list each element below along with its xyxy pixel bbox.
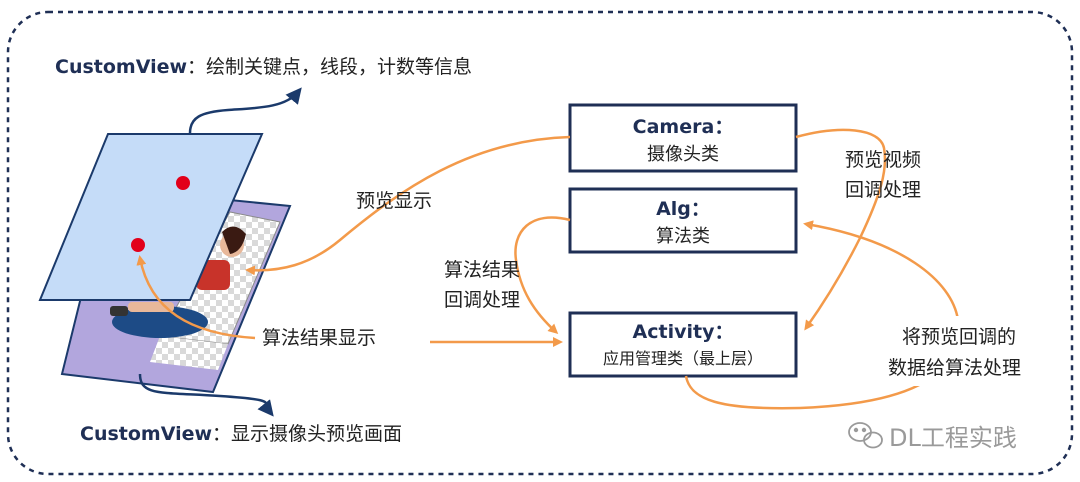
preview-display-arrow: [245, 135, 571, 276]
bottom-note-title: CustomView: [80, 423, 212, 445]
alg-callback-arrow: [514, 216, 571, 335]
alg-box: Alg： 算法类: [568, 187, 798, 254]
top-note-desc: ：绘制关键点，线段，计数等信息: [187, 56, 472, 78]
camera-box-subtitle: 摄像头类: [647, 144, 719, 165]
bottom-note-desc: ：显示摄像头预览画面: [212, 423, 402, 445]
activity-box-title: Activity：: [633, 321, 734, 343]
camera-box: Camera： 摄像头类: [568, 103, 798, 173]
alg-box-subtitle: 算法类: [656, 226, 710, 247]
watermark: DL工程实践: [848, 422, 1017, 452]
camera-box-title: Camera：: [633, 116, 734, 138]
result-to-dot-arrow: [136, 255, 256, 340]
wechat-icon: [848, 422, 883, 449]
watermark-text: DL工程实践: [889, 424, 1017, 452]
bottom-callout-arrow: [138, 373, 274, 417]
label-bg: [258, 322, 408, 352]
label-alg-result-2: 回调处理: [444, 289, 520, 311]
label-preview-video-2: 回调处理: [845, 179, 921, 201]
keypoint-dot: [131, 238, 145, 252]
label-alg-result-1: 算法结果: [444, 259, 520, 281]
keypoint-dot: [176, 176, 190, 190]
label-preview-video-1: 预览视频: [845, 149, 921, 171]
bottom-note: CustomView：显示摄像头预览画面: [80, 423, 402, 445]
preview-callback-arrow: [795, 128, 887, 331]
label-forward-2: 数据给算法处理: [888, 357, 1021, 379]
outer-frame: [6, 10, 1074, 476]
top-note: CustomView：绘制关键点，线段，计数等信息: [55, 56, 472, 78]
label-bg: [862, 316, 1052, 386]
activity-box-subtitle: 应用管理类（最上层）: [603, 349, 763, 368]
label-forward-1: 将预览回调的: [902, 326, 1016, 348]
alg-box-title: Alg：: [656, 198, 710, 220]
label-alg-result-display: 算法结果显示: [262, 327, 376, 349]
overlay-layer: [38, 133, 264, 301]
top-callout-arrow: [188, 87, 302, 134]
activity-box: Activity： 应用管理类（最上层）: [568, 311, 798, 378]
top-note-title: CustomView: [55, 56, 187, 78]
label-preview-display: 预览显示: [356, 190, 432, 212]
